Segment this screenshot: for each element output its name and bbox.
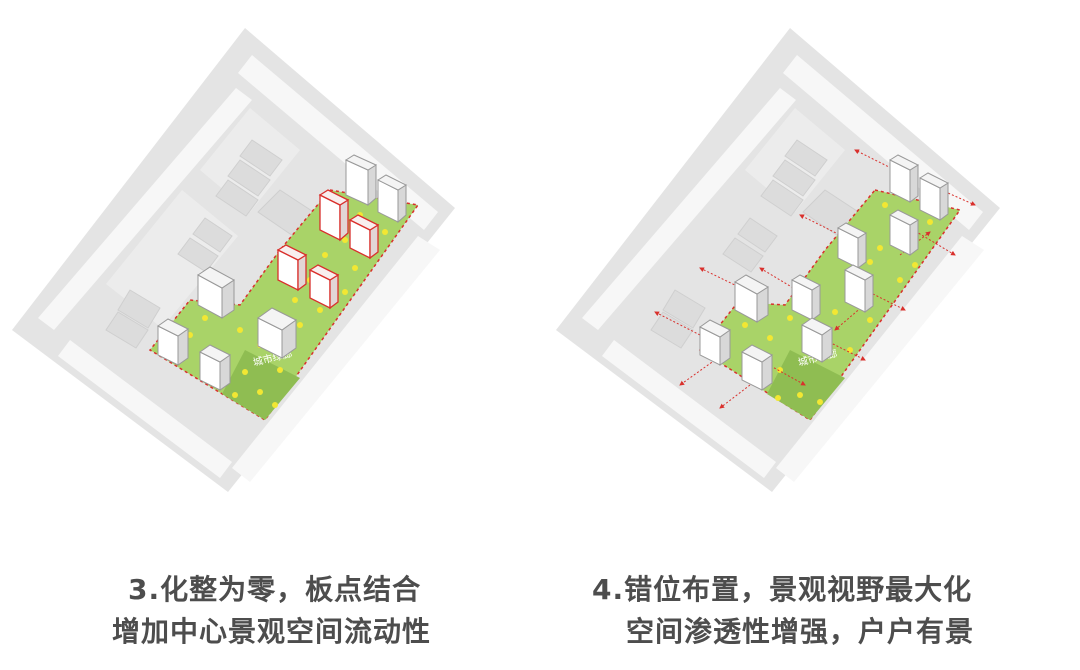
panel-2-site-plan: 城市绿廊 <box>556 28 1000 492</box>
panel-2-buildings <box>699 154 950 391</box>
panel-1-caption-line2: 增加中心景观空间流动性 <box>112 615 432 648</box>
panel-2-green-corridor <box>767 350 845 420</box>
panel-1-highlight-tower-1 <box>318 189 350 242</box>
panel-2-slab-3 <box>699 319 731 366</box>
panel-1-road-south <box>58 340 232 478</box>
panel-2-road-south <box>602 340 776 478</box>
panel-2-tower-3 <box>836 222 868 269</box>
panel-2-slab-4 <box>741 344 773 391</box>
panel-1-highlight-tower-4 <box>308 264 340 310</box>
panel-1-buildings <box>157 154 408 391</box>
panel-1-existing-buildings <box>105 139 319 349</box>
panel-1-road-west <box>38 88 252 330</box>
panel-1-slab-4 <box>199 344 231 391</box>
panel-1-slab-1 <box>197 266 235 319</box>
panel-1-highlight-tower-3 <box>276 244 308 292</box>
panel-1-slab-2 <box>257 307 297 359</box>
panel-2-tower-4 <box>888 209 920 256</box>
panel-2-tower-2 <box>918 172 950 221</box>
panel-1-site-plan: 城市绿廊 <box>12 28 455 492</box>
panel-1-tower-2 <box>376 174 408 224</box>
panel-1-caption-line1: 3.化整为零，板点结合 <box>128 573 422 606</box>
panel-2-tower-6 <box>843 264 875 313</box>
panel-1-road-east <box>232 236 440 482</box>
panel-2-caption-line1: 4.错位布置，景观视野最大化 <box>592 573 973 606</box>
panel-2-slab-1 <box>734 274 769 323</box>
panel-2-slab-2 <box>801 317 833 363</box>
panel-2-existing-buildings <box>650 139 864 349</box>
panel-1-highlight-tower-2 <box>348 214 380 260</box>
panel-2-tower-5 <box>790 274 822 321</box>
panel-2-road-west <box>582 88 796 330</box>
panel-2-tower-1 <box>888 154 920 203</box>
panel-2-caption-line2: 空间渗透性增强，户户有景 <box>626 615 975 648</box>
panel-1-slab-3 <box>157 318 189 366</box>
panel-1-green-corridor <box>222 350 300 420</box>
panel-1-tower-1 <box>344 154 378 207</box>
panel-2-road-east <box>776 236 984 482</box>
